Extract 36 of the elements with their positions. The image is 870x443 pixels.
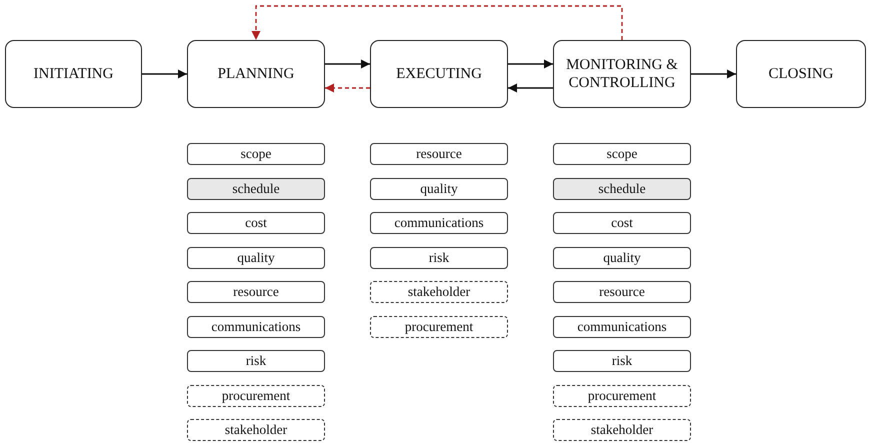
process-box: EXECUTING	[370, 40, 508, 108]
dashed-item-box: procurement	[370, 316, 508, 338]
process-box: INITIATING	[5, 40, 142, 108]
item-box: risk	[187, 350, 325, 372]
dashed-item-box: stakeholder	[187, 419, 325, 441]
item-box: risk	[553, 350, 691, 372]
arrow	[142, 70, 187, 78]
item-box: resource	[553, 281, 691, 303]
process-box: CLOSING	[736, 40, 866, 108]
item-box: quality	[187, 246, 325, 268]
process-box: MONITORING & CONTROLLING	[553, 40, 691, 108]
item-box: schedule	[553, 178, 691, 200]
item-box: quality	[553, 246, 691, 268]
item-box: communications	[370, 212, 508, 234]
item-box: resource	[187, 281, 325, 303]
arrow	[252, 5, 623, 40]
dashed-item-box: procurement	[553, 384, 691, 406]
item-box: quality	[370, 178, 508, 200]
process-box: PLANNING	[187, 40, 325, 108]
item-box: communications	[187, 316, 325, 338]
dashed-item-box: procurement	[187, 384, 325, 406]
item-box: resource	[370, 143, 508, 165]
arrow	[691, 70, 736, 78]
arrow	[325, 60, 370, 68]
item-box: scope	[187, 143, 325, 165]
item-box: cost	[553, 212, 691, 234]
item-box: schedule	[187, 178, 325, 200]
item-box: cost	[187, 212, 325, 234]
arrow	[508, 60, 553, 68]
dashed-item-box: stakeholder	[370, 281, 508, 303]
arrow	[325, 84, 370, 92]
item-box: risk	[370, 246, 508, 268]
arrow	[508, 84, 553, 92]
dashed-item-box: stakeholder	[553, 419, 691, 441]
item-box: communications	[553, 316, 691, 338]
item-box: scope	[553, 143, 691, 165]
